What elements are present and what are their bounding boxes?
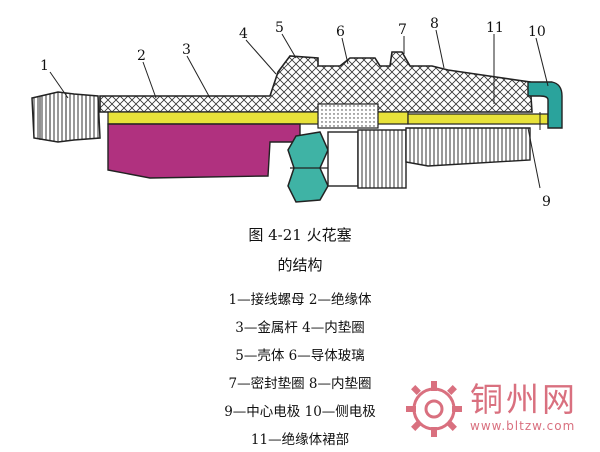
spark-plug-diagram: 1 2 3 4 5 6 7 8 9 10 11 bbox=[31, 16, 563, 210]
callout-6: 6 bbox=[336, 24, 345, 40]
legend-line-2: 3—金属杆 4—内垫圈 bbox=[235, 320, 365, 336]
callout-4: 4 bbox=[239, 26, 248, 42]
legend-line-3: 5—壳体 6—导体玻璃 bbox=[235, 348, 365, 364]
callout-11: 11 bbox=[486, 20, 504, 36]
figure-caption: 图 4-21 火花塞 bbox=[248, 226, 352, 244]
insulator-body bbox=[99, 51, 533, 113]
legend-line-4: 7—密封垫圈 8—内垫圈 bbox=[228, 376, 372, 392]
conductive-glass bbox=[317, 103, 379, 129]
threaded-section bbox=[357, 129, 407, 189]
legend-line-6: 11—绝缘体裙部 bbox=[250, 432, 350, 448]
callout-5: 5 bbox=[275, 20, 284, 36]
shell-lower bbox=[327, 131, 359, 187]
legend-line-1: 1—接线螺母 2—绝缘体 bbox=[228, 292, 372, 308]
watermark-url: www.bltzw.com bbox=[470, 419, 576, 433]
leader-lines bbox=[49, 29, 549, 189]
gear-logo-icon bbox=[406, 381, 462, 437]
insulator-skirt bbox=[405, 127, 531, 167]
hex-nut bbox=[287, 131, 329, 203]
figure-caption-sub: 的结构 bbox=[277, 256, 323, 274]
legend-line-5: 9—中心电极 10—侧电极 bbox=[224, 404, 376, 420]
terminal-nut bbox=[31, 91, 101, 143]
callout-8: 8 bbox=[430, 16, 439, 32]
watermark-title: 铜州网 bbox=[470, 380, 578, 419]
callout-9: 9 bbox=[542, 194, 551, 210]
callout-2: 2 bbox=[137, 48, 146, 64]
callout-10: 10 bbox=[528, 24, 546, 40]
watermark: 铜州网 www.bltzw.com bbox=[402, 375, 592, 445]
callout-3: 3 bbox=[182, 42, 191, 58]
side-electrode bbox=[527, 81, 563, 129]
callout-1: 1 bbox=[40, 58, 49, 74]
center-electrode bbox=[407, 113, 549, 125]
callout-7: 7 bbox=[398, 22, 407, 38]
terminal-pink-part bbox=[107, 123, 301, 179]
